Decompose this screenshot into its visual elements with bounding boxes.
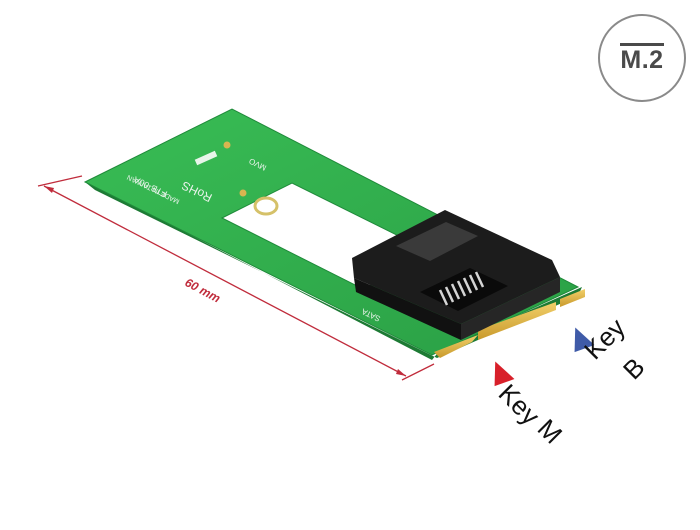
extension-line-left — [37, 175, 83, 187]
dimension-indicator — [37, 175, 435, 381]
dimension-arrow-right — [396, 369, 406, 376]
key-m-arrow — [494, 361, 515, 387]
label-strip — [194, 150, 218, 166]
connector-front — [354, 278, 461, 340]
solder-pad — [223, 141, 231, 149]
mounting-hole — [253, 196, 279, 216]
key-m-word: Key — [493, 378, 546, 431]
m2-badge-label: M.2 — [620, 43, 664, 73]
m2-badge: M.2 — [598, 14, 686, 102]
dimension-label: 60 mm — [183, 275, 223, 305]
connector-slot — [396, 222, 478, 261]
dimension-arrow-left — [44, 186, 54, 193]
solder-pad — [239, 189, 247, 197]
key-b-letter: B — [617, 352, 650, 385]
key-b-arrow — [574, 327, 595, 353]
pcb-board — [83, 108, 585, 360]
connector-pins — [438, 271, 485, 306]
key-m-contacts — [434, 302, 556, 358]
connector-cavity — [420, 268, 508, 311]
sata-connector — [352, 210, 560, 340]
connector-top — [352, 210, 560, 324]
connector-side — [461, 277, 560, 340]
extension-line-right — [401, 363, 435, 381]
key-m-letter: M — [532, 413, 569, 450]
dimension-line — [43, 185, 407, 377]
key-b-contacts — [560, 289, 585, 307]
